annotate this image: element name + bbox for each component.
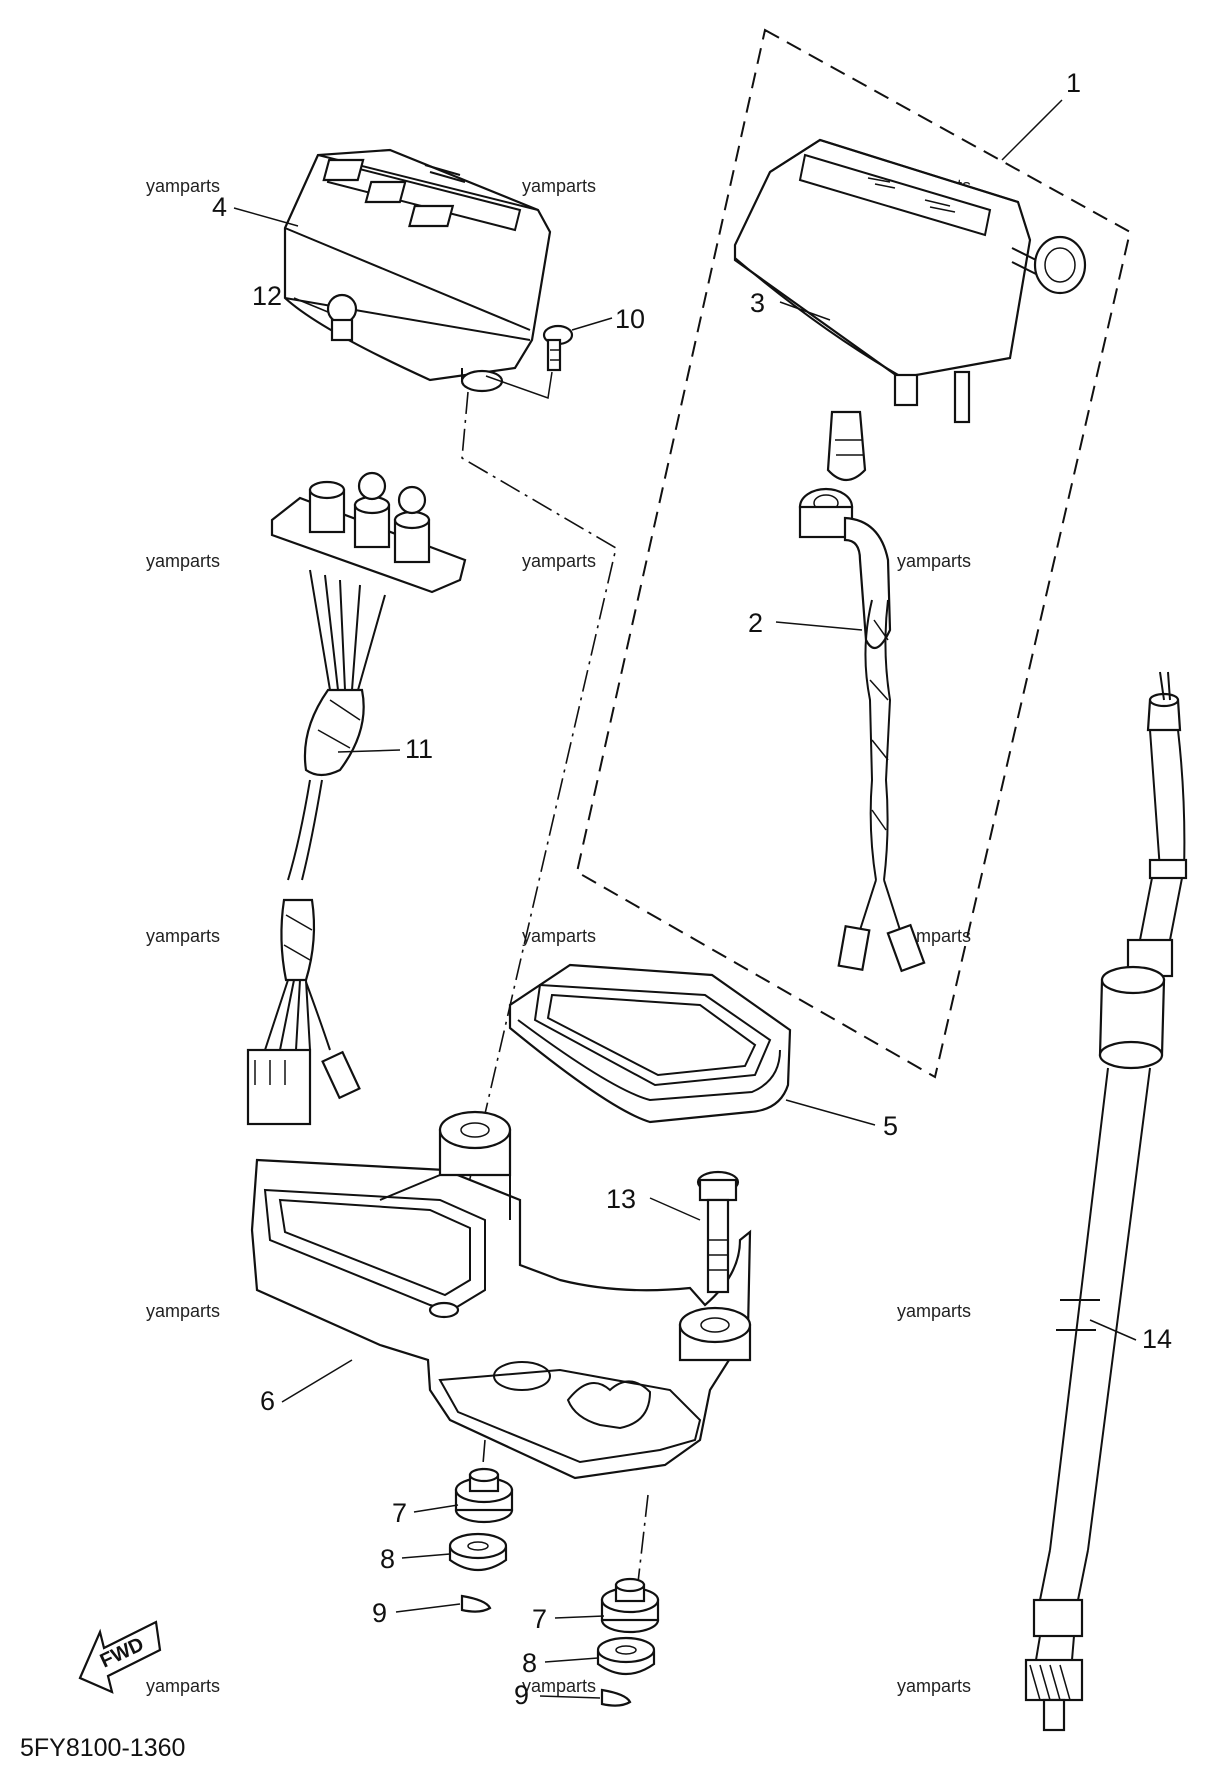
- callout-11: 11: [405, 734, 433, 764]
- callout-8: 8: [522, 1648, 537, 1678]
- meter-case-4: [283, 148, 552, 393]
- speedometer-cable-14: [1024, 671, 1188, 1732]
- callout-12: 12: [252, 281, 282, 311]
- collar-8-right: [596, 1636, 656, 1675]
- bulb-12: [326, 293, 358, 342]
- grommet-7-left: [454, 1467, 514, 1524]
- bracket-6: [250, 1110, 752, 1480]
- callout-7: 7: [392, 1498, 407, 1528]
- watermark: yamparts: [146, 926, 220, 946]
- gasket-5: [508, 963, 792, 1124]
- alignment-line: [439, 391, 617, 1309]
- callout-10: 10: [615, 304, 645, 334]
- clip-9-right: [600, 1688, 632, 1707]
- callout-4: 4: [212, 192, 227, 222]
- callout-9: 9: [514, 1680, 529, 1710]
- clip-9-left: [460, 1594, 492, 1613]
- meter-assembly: [733, 138, 1087, 424]
- watermark: yamparts: [146, 1301, 220, 1321]
- grommet-7-right: [600, 1577, 660, 1634]
- callout-13: 13: [606, 1184, 636, 1214]
- assembly-outline: [575, 28, 1132, 1079]
- callout-7: 7: [532, 1604, 547, 1634]
- watermark: yamparts: [522, 176, 596, 196]
- watermark: yamparts: [522, 926, 596, 946]
- collar-8-left: [448, 1532, 508, 1571]
- watermark: yamparts: [897, 1301, 971, 1321]
- callout-9: 9: [372, 1598, 387, 1628]
- watermark: yamparts: [522, 551, 596, 571]
- callout-2: 2: [748, 608, 763, 638]
- watermark: yamparts: [522, 1676, 596, 1696]
- callout-8: 8: [380, 1544, 395, 1574]
- watermark: yamparts: [146, 176, 220, 196]
- bolt-13: [696, 1170, 740, 1294]
- wire-harness-11: [246, 471, 467, 1126]
- watermark: yamparts: [146, 1676, 220, 1696]
- bulb-3: [826, 410, 867, 482]
- screw-10: [542, 324, 574, 372]
- callout-3: 3: [750, 288, 765, 318]
- callout-14: 14: [1142, 1324, 1172, 1354]
- watermark: yamparts: [146, 551, 220, 571]
- diagram-code: 5FY8100-1360: [20, 1734, 185, 1762]
- watermark: yamparts: [897, 1676, 971, 1696]
- socket-harness-2: [798, 487, 926, 973]
- callout-5: 5: [883, 1111, 898, 1141]
- watermark: yamparts: [897, 551, 971, 571]
- callout-6: 6: [260, 1386, 275, 1416]
- callout-1: 1: [1066, 68, 1081, 98]
